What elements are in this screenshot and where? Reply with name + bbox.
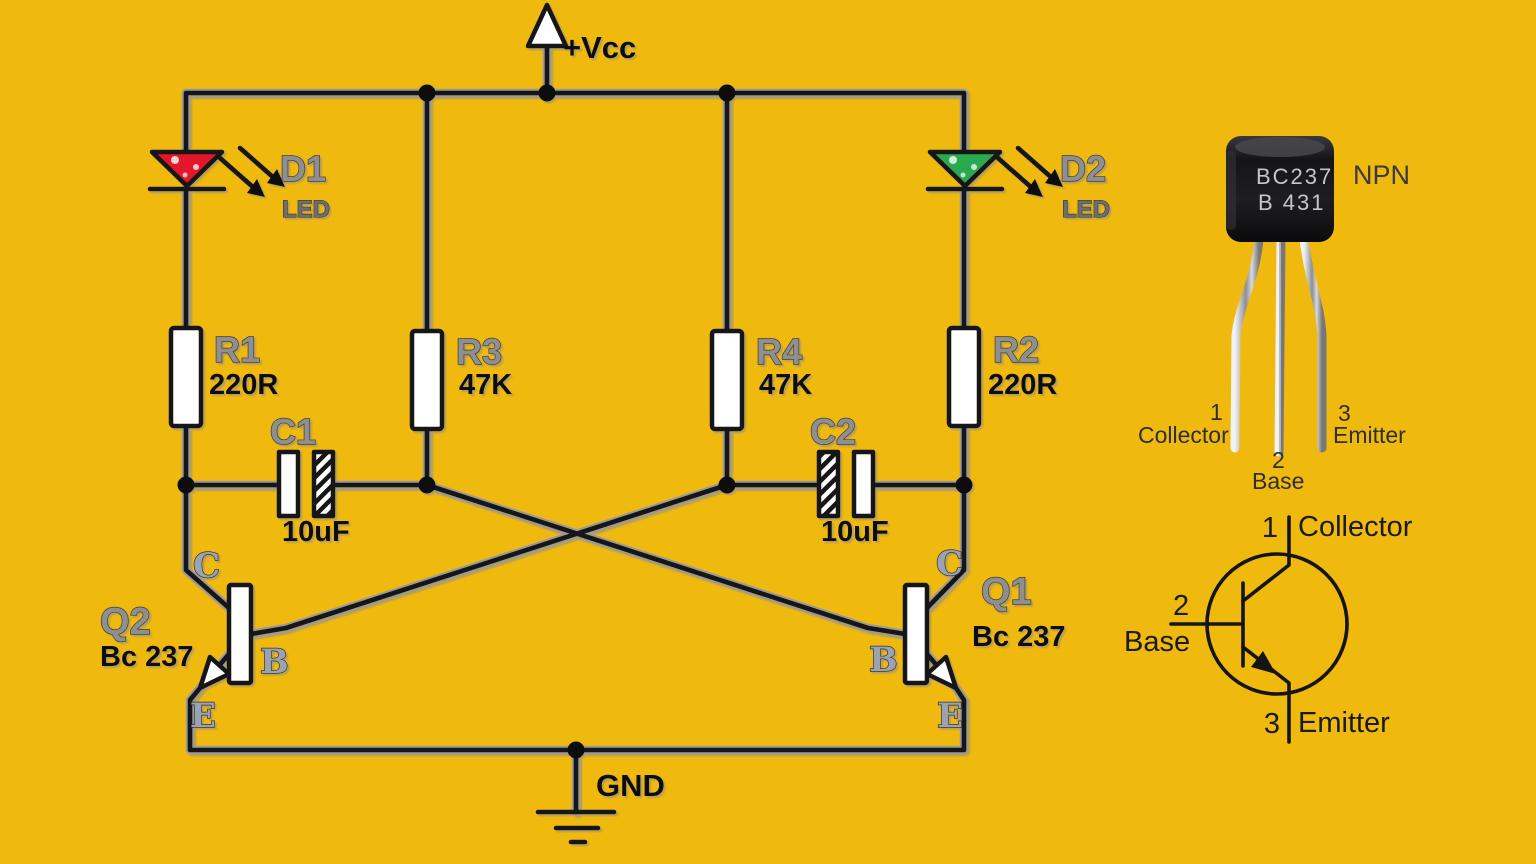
package-marking-line1: BC237 <box>1256 164 1333 189</box>
r3-value-label: 47K <box>459 369 512 401</box>
package-marking-line2: B 431 <box>1258 190 1326 215</box>
resistor-r2 <box>946 325 982 429</box>
q1-emitter-label: E <box>937 696 963 736</box>
ground-symbol-icon <box>535 809 617 845</box>
symbol-pin1-number: 1 <box>1262 512 1278 544</box>
to92-body: BC237 B 431 <box>1226 136 1334 242</box>
symbol-pin3-number: 3 <box>1264 708 1280 740</box>
led-d2 <box>925 145 1063 197</box>
d2-ref-label: D2 <box>1060 148 1106 189</box>
r2-value-label: 220R <box>988 369 1057 401</box>
photo-pin1-number: 1 <box>1210 399 1223 425</box>
c2-value-label: 10uF <box>821 516 889 548</box>
q2-base-label: B <box>260 642 289 682</box>
to92-legs <box>1230 235 1327 457</box>
vcc-label: +Vcc <box>563 30 636 65</box>
q2-emitter-arrow-icon <box>197 654 232 691</box>
photo-pin3-name: Emitter <box>1333 422 1406 448</box>
q2-emitter-label: E <box>190 696 216 736</box>
r3-ref-label: R3 <box>456 331 502 372</box>
npn-type-label: NPN <box>1353 160 1410 190</box>
photo-pin1-name: Collector <box>1138 422 1229 448</box>
r1-value-label: 220R <box>209 369 278 401</box>
capacitor-c2 <box>816 449 876 519</box>
gnd-label: GND <box>596 768 665 803</box>
r4-ref-label: R4 <box>756 331 802 372</box>
r2-ref-label: R2 <box>993 329 1039 370</box>
junction-dots <box>177 84 973 759</box>
led-emission-arrows-icon <box>217 145 285 197</box>
c2-ref-label: C2 <box>810 411 856 452</box>
q1-value-label: Bc 237 <box>972 621 1066 653</box>
q1-ref-label: Q1 <box>981 571 1032 613</box>
leg-collector <box>1230 235 1264 453</box>
photo-pin2-name: Base <box>1252 468 1304 494</box>
resistor-r4 <box>709 328 745 432</box>
astable-multivibrator-schematic: +Vcc D1 LED <box>99 2 1111 845</box>
q1-emitter-arrow-icon <box>924 654 959 691</box>
c1-value-label: 10uF <box>282 516 350 548</box>
symbol-pin2-number: 2 <box>1173 590 1189 622</box>
leg-base <box>1274 235 1286 457</box>
npn-transistor-symbol: 1 Collector 2 Base 3 Emitter <box>1124 511 1413 744</box>
led-d1 <box>147 145 285 197</box>
capacitor-c1 <box>276 449 336 519</box>
photo-pin2-number: 2 <box>1272 447 1285 473</box>
symbol-emitter-arrow-icon <box>1251 651 1276 674</box>
vcc-arrow-icon <box>525 2 569 49</box>
leg-emitter <box>1299 235 1327 453</box>
photo-pin3-number: 3 <box>1338 400 1351 426</box>
to92-pin-labels: 1 Collector 2 Base 3 Emitter <box>1138 399 1406 494</box>
led-emission-arrows-icon <box>995 145 1063 197</box>
d2-type-label: LED <box>1062 196 1110 223</box>
transistor-q1 <box>902 582 959 691</box>
symbol-collector-lead <box>1241 515 1291 603</box>
c1-ref-label: C1 <box>270 411 316 452</box>
q2-value-label: Bc 237 <box>100 641 194 673</box>
symbol-pin1-name: Collector <box>1298 511 1413 543</box>
d1-type-label: LED <box>282 196 330 223</box>
resistor-r3 <box>409 328 445 432</box>
q1-collector-label: C <box>936 544 963 584</box>
q1-base-label: B <box>869 640 898 680</box>
r4-value-label: 47K <box>759 369 812 401</box>
transistor-q2 <box>197 582 254 691</box>
symbol-pin2-name: Base <box>1124 626 1190 658</box>
d1-ref-label: D1 <box>280 148 326 189</box>
resistor-r1 <box>168 325 204 429</box>
q2-collector-label: C <box>193 546 220 586</box>
to92-package-photo: BC237 B 431 NPN 1 Collector 2 Base 3 Emi… <box>1138 136 1410 494</box>
q2-ref-label: Q2 <box>100 601 151 643</box>
r1-ref-label: R1 <box>214 329 260 370</box>
symbol-pin3-name: Emitter <box>1298 707 1390 739</box>
